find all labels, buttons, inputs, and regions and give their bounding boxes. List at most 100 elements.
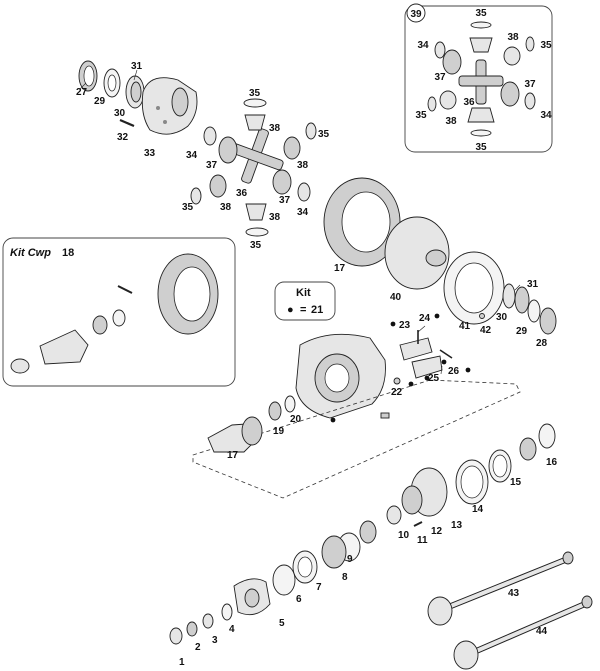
label-25: 25	[428, 373, 440, 384]
part-1-cap	[169, 627, 183, 645]
part-19-bearing	[268, 401, 282, 421]
label-30-right: 30	[496, 312, 508, 323]
inset-gear-lower-left	[439, 90, 457, 110]
label-44: 44	[536, 626, 548, 637]
inset-label-38-top: 38	[507, 32, 519, 43]
part-32-bolt	[119, 118, 135, 128]
gear-38-left	[209, 174, 227, 198]
label-7: 7	[316, 582, 322, 593]
label-33: 33	[144, 148, 156, 159]
label-28: 28	[536, 338, 548, 349]
kit-washer	[112, 309, 126, 327]
pinion-support-group	[359, 423, 556, 544]
part-42-pin	[479, 313, 485, 319]
breather-plug	[380, 412, 390, 419]
inset-label-35-right: 35	[540, 40, 552, 51]
leader-lines	[79, 69, 521, 375]
label-13: 13	[451, 520, 463, 531]
label-20: 20	[290, 414, 302, 425]
inset-label-38-bottom: 38	[445, 116, 457, 127]
part-10-bearing	[359, 520, 377, 544]
label-38-top: 38	[269, 123, 281, 134]
washer-34-right	[297, 182, 311, 202]
label-9: 9	[347, 554, 353, 565]
label-15: 15	[510, 477, 522, 488]
label-35-left: 35	[182, 202, 194, 213]
part-30-bearing-right	[514, 286, 530, 314]
kit-cwp-18-box: Kit Cwp 18	[2, 237, 236, 387]
label-34-left: 34	[186, 150, 198, 161]
gear-37-left	[218, 136, 238, 164]
kit-cwp-number: 18	[62, 247, 74, 259]
label-41: 41	[459, 321, 471, 332]
part-4-seal	[221, 603, 233, 621]
part-8-cup	[321, 535, 347, 569]
label-42: 42	[480, 325, 492, 336]
pinion-group	[207, 395, 296, 453]
gear-37-right	[272, 169, 292, 195]
inset-gear-top	[469, 37, 493, 53]
kit-bolt	[117, 285, 133, 294]
part-20-washer	[284, 395, 296, 413]
inset-label-35-left: 35	[415, 110, 427, 121]
label-43: 43	[508, 588, 520, 599]
washer-35-bottom	[245, 227, 269, 237]
axle-shafts	[427, 551, 593, 670]
label-17-pinion: 17	[227, 450, 239, 461]
washer-35-left	[190, 187, 202, 205]
inset-washer-top	[470, 21, 492, 29]
inset-39-differential-gears: 39 35 35 35 35 34 34 37 37 38 38 36	[404, 3, 553, 153]
kit-21-box: Kit ● = 21	[274, 281, 336, 321]
label-31-right: 31	[527, 279, 539, 290]
label-4: 4	[229, 624, 235, 635]
inset-label-35-bottom: 35	[475, 142, 487, 153]
inset-washer-right	[524, 92, 536, 110]
kit-bearing-small	[10, 358, 30, 374]
inset-label-34-left: 34	[417, 40, 429, 51]
part-29-washer-right	[527, 299, 541, 323]
label-2: 2	[195, 642, 201, 653]
drive-flange-group	[169, 532, 361, 645]
label-37-left: 37	[206, 160, 218, 171]
ring-gear-group	[323, 177, 557, 335]
label-12: 12	[431, 526, 443, 537]
part-43-axle-shaft	[444, 558, 567, 610]
label-10: 10	[398, 530, 410, 541]
label-1: 1	[179, 657, 185, 668]
washer-34-left	[203, 126, 217, 146]
label-16: 16	[546, 457, 558, 468]
label-35-top: 35	[249, 88, 261, 99]
label-36: 36	[236, 188, 248, 199]
label-30: 30	[114, 108, 126, 119]
label-38-bottom: 38	[269, 212, 281, 223]
label-35-right: 35	[318, 129, 330, 140]
label-11: 11	[417, 535, 428, 546]
part-40-diff-housing	[384, 216, 450, 290]
label-29-right: 29	[516, 326, 528, 337]
label-17-ring-gear: 17	[334, 263, 346, 274]
differential-case-group	[78, 60, 317, 237]
label-23: 23	[399, 320, 411, 331]
inset-gear-left	[442, 49, 462, 75]
label-29: 29	[94, 96, 106, 107]
label-14: 14	[472, 504, 484, 515]
inset-label-37-left: 37	[434, 72, 446, 83]
inset-39-badge	[406, 3, 426, 23]
label-32: 32	[117, 132, 129, 143]
kit-cwp-frame	[2, 237, 236, 387]
gear-38-right	[283, 136, 301, 160]
part-31-bearing-cup-right	[502, 283, 516, 309]
label-34-right: 34	[297, 207, 309, 218]
inset-spider-cross	[458, 59, 504, 105]
kit-21-frame	[274, 281, 336, 321]
inset-label-34-right: 34	[540, 110, 552, 121]
kit-pinion-gear	[39, 329, 89, 365]
spider-assembly	[190, 98, 317, 237]
kit-bearing	[92, 315, 108, 335]
kit-21-number: 21	[311, 304, 323, 316]
part-2-nut	[186, 621, 198, 637]
inset-39-frame	[404, 5, 553, 153]
inset-label-37-right: 37	[524, 79, 536, 90]
label-24: 24	[419, 313, 431, 324]
label-3: 3	[212, 635, 218, 646]
